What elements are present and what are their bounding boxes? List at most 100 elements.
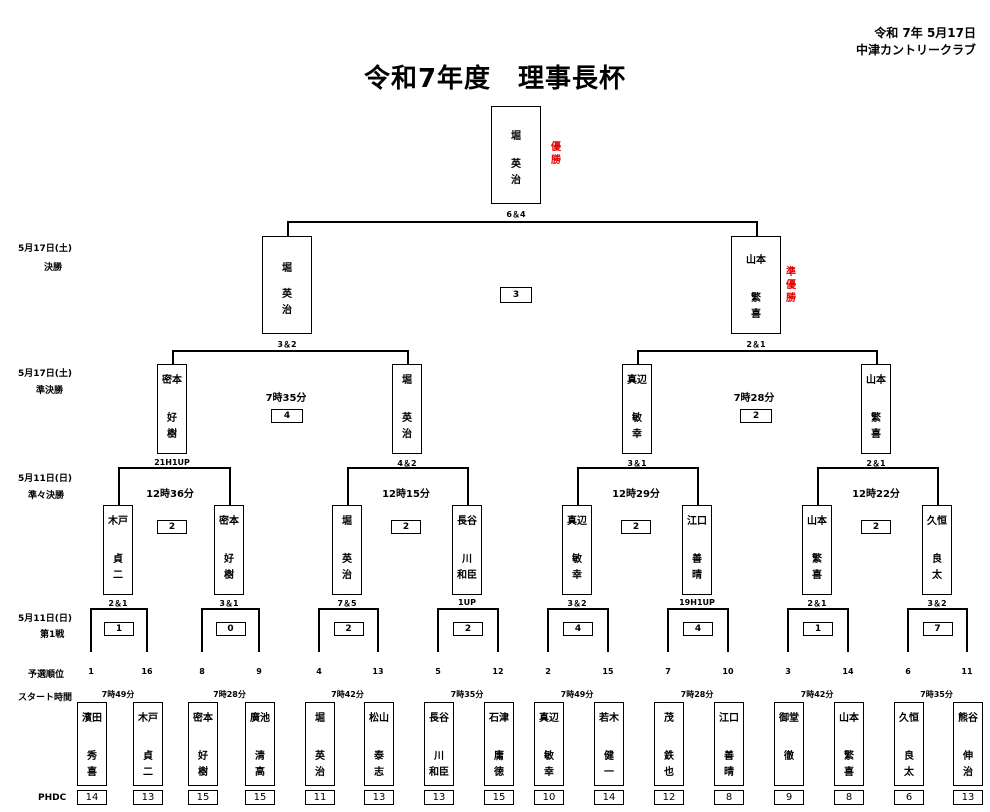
first-3-group-box: 2 xyxy=(453,622,483,636)
first-7-left-name-2: 良 xyxy=(904,751,914,762)
semi-1-left-name-3: 幸 xyxy=(632,429,642,440)
first-1-left-name-1: 密本 xyxy=(193,713,213,724)
first-2-connector-left xyxy=(318,608,320,652)
first-2-right-name-3: 志 xyxy=(374,767,384,778)
first-7-connector-left xyxy=(907,608,909,652)
first-7-right-name-3: 治 xyxy=(963,767,973,778)
semi-0-left-name-3: 樹 xyxy=(167,429,177,440)
quarter-3-right: 久恒良太 xyxy=(922,505,952,595)
final-connector-right xyxy=(756,221,758,237)
first-2-connector xyxy=(318,608,379,610)
quarter-0-time: 12時36分 xyxy=(146,489,194,500)
champion-label: 優勝 xyxy=(551,142,561,166)
semi-0-left-score: 21H1UP xyxy=(154,458,190,467)
first-6-right: 山本繁喜 xyxy=(834,702,864,786)
first-1-left-phdc: 15 xyxy=(188,790,218,805)
runner-up-label: 準優勝 xyxy=(786,267,796,304)
first-0-group-box: 1 xyxy=(104,622,134,636)
first-3-left-name-2: 川 xyxy=(434,751,444,762)
first-3-right-name-3: 徳 xyxy=(494,767,504,778)
first-3-left-phdc: 13 xyxy=(424,790,454,805)
first-3-right-name-2: 庸 xyxy=(494,751,504,762)
quarter-3-right-name-1: 久恒 xyxy=(927,516,947,527)
final-group-box: 3 xyxy=(500,287,532,303)
quarter-1-left-score: 7＆5 xyxy=(337,599,357,608)
first-6-left-name-2: 徹 xyxy=(784,751,794,762)
quarter-1-right-name-2: 川 xyxy=(462,554,472,565)
first-1-left-name-3: 樹 xyxy=(198,767,208,778)
first-1-time: 7時28分 xyxy=(213,690,246,699)
first-1-group-box: 0 xyxy=(215,622,246,636)
first-6-left-seed: 3 xyxy=(785,667,791,676)
finalist-left-box: 堀 英 治 xyxy=(262,236,312,334)
first-4-connector xyxy=(547,608,609,610)
finalist-left-name-1: 堀 xyxy=(282,263,292,274)
final-round-label: 決勝 xyxy=(44,263,63,273)
finalist-right-name-2: 繁 xyxy=(751,293,761,304)
first-7-group-box: 7 xyxy=(922,622,953,636)
quarter-3-connector xyxy=(817,467,939,469)
first-1-connector-right xyxy=(258,608,260,652)
first-5-left: 茂鉄也 xyxy=(654,702,684,786)
first-round-label: 第1戦 xyxy=(40,630,65,640)
first-6-right-name-3: 喜 xyxy=(844,767,854,778)
semi-0-connector-left xyxy=(172,350,174,365)
first-4-group-box: 4 xyxy=(563,622,593,636)
semi-1-group-box: 2 xyxy=(740,409,772,423)
semi-date-label: 5月17日(土) xyxy=(18,369,73,379)
quarter-3-connector-left xyxy=(817,467,819,506)
first-3-right-name-1: 石津 xyxy=(489,713,509,724)
quarter-1-connector-left xyxy=(347,467,349,506)
first-4-right-name-3: 一 xyxy=(604,767,614,778)
first-4-left: 真辺敏幸 xyxy=(534,702,564,786)
quarter-1-right-name-3: 和臣 xyxy=(457,570,477,581)
quarter-0-connector-left xyxy=(118,467,120,506)
quarter-0-connector-right xyxy=(229,467,231,506)
first-7-right-phdc: 13 xyxy=(953,790,983,805)
first-4-right-seed: 15 xyxy=(602,667,614,676)
first-0-right-name-3: 二 xyxy=(143,767,153,778)
page-title: 令和7年度 理事長杯 xyxy=(363,64,627,94)
quarter-0-connector xyxy=(118,467,231,469)
semi-1-right: 山本繁喜 xyxy=(861,364,891,454)
finalist-right-score: 2＆1 xyxy=(746,340,766,349)
quarter-3-right-name-2: 良 xyxy=(932,554,942,565)
first-7-time: 7時35分 xyxy=(920,690,953,699)
first-1-connector-left xyxy=(201,608,203,652)
quarter-3-right-name-3: 太 xyxy=(932,570,942,581)
first-4-right-name-1: 若木 xyxy=(599,713,619,724)
quarter-2-right-name-3: 晴 xyxy=(692,570,702,581)
quarter-0-left-score: 2＆1 xyxy=(108,599,128,608)
first-5-left-seed: 7 xyxy=(665,667,671,676)
first-4-left-name-1: 真辺 xyxy=(539,713,559,724)
first-7-left-seed: 6 xyxy=(905,667,911,676)
first-6-right-phdc: 8 xyxy=(834,790,864,805)
quarter-1-right-score: 1UP xyxy=(458,598,476,607)
first-2-right-name-2: 泰 xyxy=(374,751,384,762)
header-date: 令和 7年 5月17日 xyxy=(874,26,976,40)
semi-0-time: 7時35分 xyxy=(265,393,307,404)
first-3-right: 石津庸徳 xyxy=(484,702,514,786)
semi-0-right-score: 4＆2 xyxy=(397,459,417,468)
quarter-3-right-score: 3＆2 xyxy=(927,599,947,608)
quarter-2-left-name-3: 幸 xyxy=(572,570,582,581)
finalist-left-name-2: 英 xyxy=(282,289,292,300)
first-5-left-name-3: 也 xyxy=(664,767,674,778)
quarter-date-label: 5月11日(日) xyxy=(18,474,73,484)
first-5-right-seed: 10 xyxy=(722,667,734,676)
quarter-2-left-score: 3＆2 xyxy=(567,599,587,608)
finalist-left-name-3: 治 xyxy=(282,305,292,316)
semi-1-left: 真辺敏幸 xyxy=(622,364,652,454)
semi-1-left-score: 3＆1 xyxy=(627,459,647,468)
quarter-2-connector-left xyxy=(577,467,579,506)
first-6-right-name-1: 山本 xyxy=(839,713,859,724)
quarter-2-right-score: 19H1UP xyxy=(679,598,715,607)
first-2-time: 7時42分 xyxy=(331,690,364,699)
first-0-connector-right xyxy=(146,608,148,652)
quarter-0-right: 密本好樹 xyxy=(214,505,244,595)
quarter-3-time: 12時22分 xyxy=(852,489,900,500)
first-3-left-name-3: 和臣 xyxy=(429,767,449,778)
quarter-0-left-name-3: 二 xyxy=(113,570,123,581)
first-date-label: 5月11日(日) xyxy=(18,614,73,624)
first-0-left: 濱田秀喜 xyxy=(77,702,107,786)
